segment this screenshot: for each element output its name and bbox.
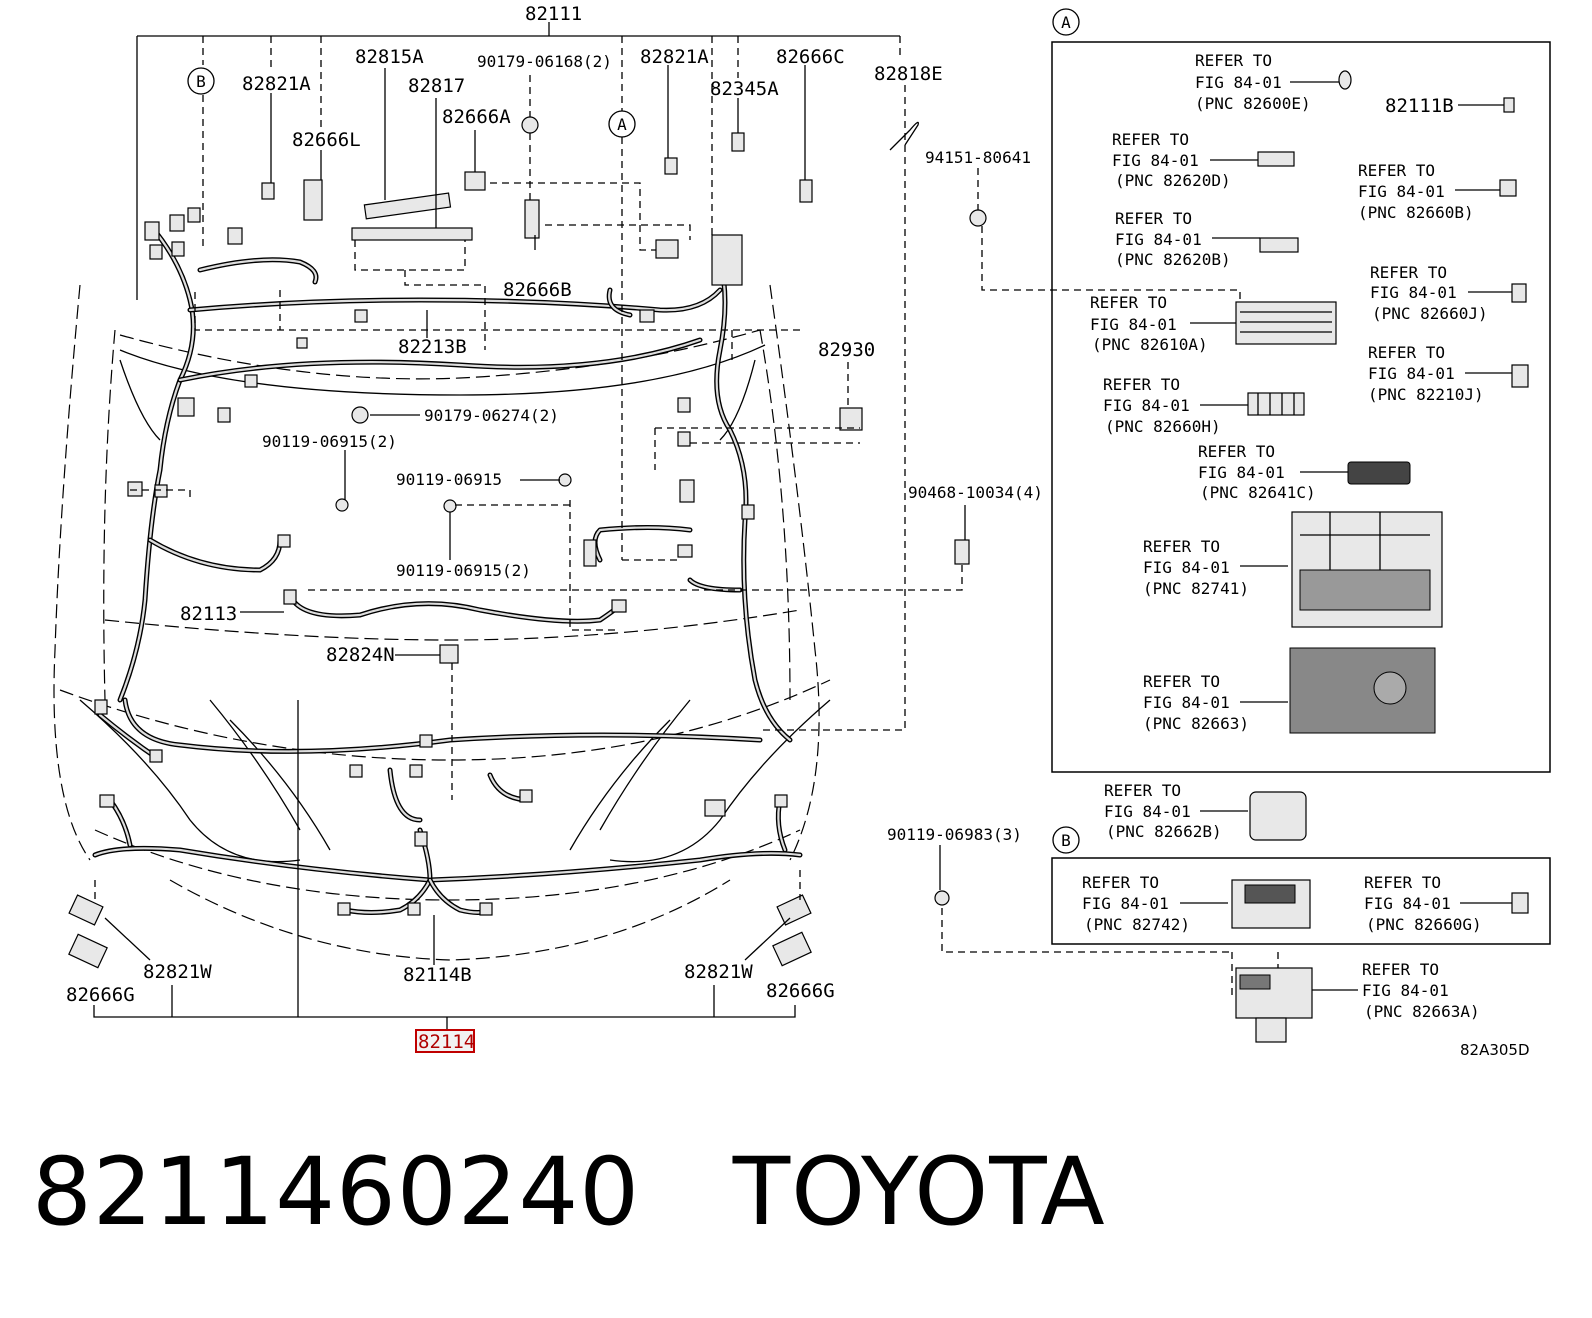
refer-82600e-line2: FIG 84-01: [1195, 73, 1282, 92]
refer-82663-pnc: (PNC 82663): [1143, 714, 1249, 733]
refer-82742-line1: REFER TO: [1082, 873, 1159, 892]
label-90179-06274: 90179-06274(2): [424, 406, 559, 425]
callout-a-letter: A: [617, 115, 627, 134]
refer-82610a-pnc: (PNC 82610A): [1092, 335, 1208, 354]
detail-box-a: A REFER TO FIG 84-01 (PNC 82600E) 82111B…: [1051, 8, 1551, 773]
refer-82641c-line2: FIG 84-01: [1198, 463, 1285, 482]
refer-82620b-line1: REFER TO: [1115, 209, 1192, 228]
label-82930: 82930: [818, 339, 875, 361]
label-82666b: 82666B: [503, 279, 572, 301]
refer-82663a-pnc: (PNC 82663A): [1364, 1002, 1480, 1021]
label-90119-06915-2b: 90119-06915(2): [396, 561, 531, 580]
label-82114b: 82114B: [403, 964, 472, 986]
refer-82663a-line1: REFER TO: [1362, 960, 1439, 979]
refer-82210j-pnc: (PNC 82210J): [1368, 385, 1484, 404]
label-82666c: 82666C: [776, 46, 845, 68]
label-82821a-right: 82821A: [640, 46, 709, 68]
refer-82662b: REFER TO FIG 84-01 (PNC 82662B): [1104, 781, 1307, 841]
refer-82600e-line1: REFER TO: [1195, 51, 1272, 70]
label-90119-06915-2a: 90119-06915(2): [262, 432, 397, 451]
callout-b-main: B: [187, 67, 215, 95]
refer-82742-pnc: (PNC 82742): [1084, 915, 1190, 934]
refer-82660j-line2: FIG 84-01: [1370, 283, 1457, 302]
harness-82111: [97, 222, 793, 823]
label-94151-80641: 94151-80641: [925, 148, 1031, 167]
label-90119-06983: 90119-06983(3): [887, 825, 1022, 844]
refer-82742-line2: FIG 84-01: [1082, 894, 1169, 913]
label-82821w-right: 82821W: [684, 961, 753, 983]
refer-82660j-pnc: (PNC 82660J): [1372, 304, 1488, 323]
refer-82620b-pnc: (PNC 82620B): [1115, 250, 1231, 269]
refer-82663-line1: REFER TO: [1143, 672, 1220, 691]
label-90119-06915: 90119-06915: [396, 470, 502, 489]
refer-82210j-line1: REFER TO: [1368, 343, 1445, 362]
refer-82641c-line1: REFER TO: [1198, 442, 1275, 461]
refer-82660h-line1: REFER TO: [1103, 375, 1180, 394]
refer-82610a-line2: FIG 84-01: [1090, 315, 1177, 334]
refer-82663-line2: FIG 84-01: [1143, 693, 1230, 712]
refer-82741-line1: REFER TO: [1143, 537, 1220, 556]
label-82818e: 82818E: [874, 63, 943, 85]
refer-82620d-line1: REFER TO: [1112, 130, 1189, 149]
refer-82210j-line2: FIG 84-01: [1368, 364, 1455, 383]
caption-part-number: 8211460240: [32, 1138, 641, 1247]
box-b-letter: B: [1061, 831, 1071, 850]
refer-82620d-pnc: (PNC 82620D): [1115, 171, 1231, 190]
box-a-letter: A: [1061, 13, 1071, 32]
label-82666g-left: 82666G: [66, 984, 135, 1006]
refer-82663a: REFER TO FIG 84-01 (PNC 82663A): [1235, 960, 1480, 1043]
label-82111: 82111: [525, 3, 582, 25]
callout-b-letter: B: [196, 72, 206, 91]
refer-82620b-line2: FIG 84-01: [1115, 230, 1202, 249]
harness-82113: [287, 592, 623, 624]
label-82345a: 82345A: [710, 78, 779, 100]
detail-box-b: B REFER TO FIG 84-01 (PNC 82742) REFER T…: [1051, 826, 1551, 945]
refer-82662b-line1: REFER TO: [1104, 781, 1181, 800]
callout-a-main: A: [608, 110, 636, 138]
connector-parts: [68, 116, 987, 969]
refer-82660h-pnc: (PNC 82660H): [1105, 417, 1221, 436]
refer-82741-pnc: (PNC 82741): [1143, 579, 1249, 598]
label-82111b: 82111B: [1385, 95, 1454, 117]
refer-82660b-line2: FIG 84-01: [1358, 182, 1445, 201]
refer-82663a-line2: FIG 84-01: [1362, 981, 1449, 1000]
main-labels: 82111 82821A 82815A 82817 90179-06168(2)…: [66, 3, 1530, 1059]
label-82666l: 82666L: [292, 129, 361, 151]
part-caption: 8211460240 TOYOTA: [32, 1138, 1106, 1247]
harness-82114: [92, 797, 803, 915]
leader-lines: [93, 22, 1279, 1030]
label-90179-06168: 90179-06168(2): [477, 52, 612, 71]
refer-82662b-pnc: (PNC 82662B): [1106, 822, 1222, 841]
label-82114-highlight: 82114: [418, 1031, 475, 1053]
label-82815a: 82815A: [355, 46, 424, 68]
label-82821a-left: 82821A: [242, 73, 311, 95]
refer-82660b-pnc: (PNC 82660B): [1358, 203, 1474, 222]
label-82817: 82817: [408, 75, 465, 97]
refer-82660j-line1: REFER TO: [1370, 263, 1447, 282]
refer-82660b-line1: REFER TO: [1358, 161, 1435, 180]
label-82666a: 82666A: [442, 106, 511, 128]
label-82213b: 82213B: [398, 336, 467, 358]
refer-82660g-line1: REFER TO: [1364, 873, 1441, 892]
label-90468-10034: 90468-10034(4): [908, 483, 1043, 502]
refer-82660h-line2: FIG 84-01: [1103, 396, 1190, 415]
refer-82620d-line2: FIG 84-01: [1112, 151, 1199, 170]
refer-82662b-line2: FIG 84-01: [1104, 802, 1191, 821]
label-82113: 82113: [180, 603, 237, 625]
caption-brand: TOYOTA: [732, 1138, 1106, 1247]
refer-82600e-pnc: (PNC 82600E): [1195, 94, 1311, 113]
label-82821w-left: 82821W: [143, 961, 212, 983]
refer-82660g-line2: FIG 84-01: [1364, 894, 1451, 913]
highlight-box-82114: [415, 1029, 475, 1053]
diagram-code: 82A305D: [1460, 1041, 1530, 1059]
refer-82741-line2: FIG 84-01: [1143, 558, 1230, 577]
refer-82641c-pnc: (PNC 82641C): [1200, 483, 1316, 502]
refer-82660g-pnc: (PNC 82660G): [1366, 915, 1482, 934]
refer-82610a-line1: REFER TO: [1090, 293, 1167, 312]
label-82824n: 82824N: [326, 644, 395, 666]
label-82666g-right: 82666G: [766, 980, 835, 1002]
